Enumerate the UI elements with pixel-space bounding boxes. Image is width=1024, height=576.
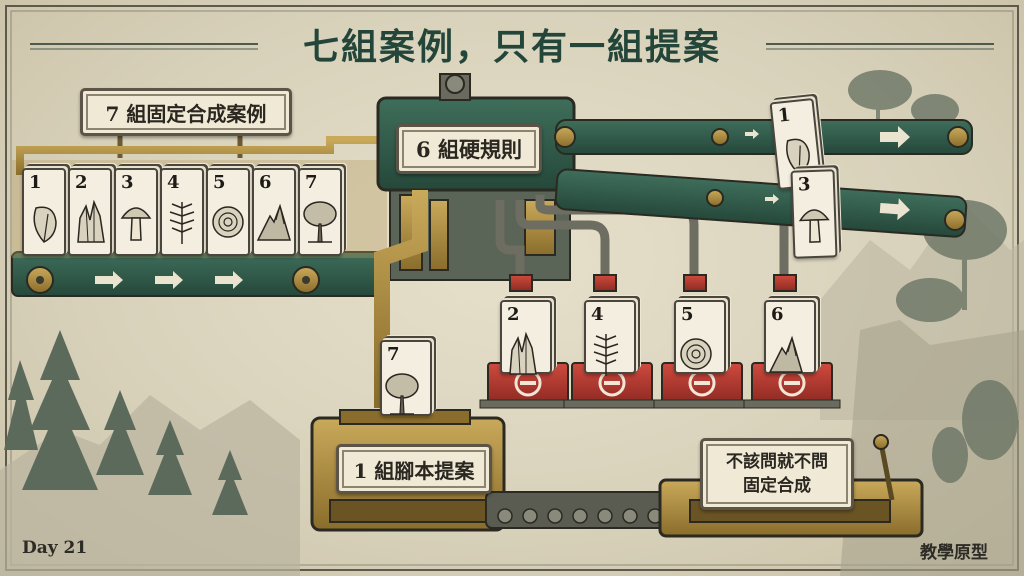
- crystal-icon: [509, 331, 537, 375]
- case-card-input-4: 4: [160, 168, 204, 256]
- ammonite-icon: [680, 338, 712, 370]
- input-cases-label: 7 組固定合成案例: [105, 101, 267, 126]
- mountain-icon: [768, 335, 804, 373]
- ammonite-icon: [212, 206, 244, 238]
- hard-rules-plaque: 6 組硬規則: [396, 124, 542, 174]
- case-card-rejected-5: 5: [674, 300, 726, 374]
- case-card-input-5: 5: [206, 168, 250, 256]
- case-card-passed-3: 3: [790, 169, 838, 259]
- case-card-number: 5: [681, 304, 694, 325]
- case-card-input-2: 2: [68, 168, 112, 256]
- case-card-number: 5: [213, 172, 226, 193]
- case-card-input-1: 1: [22, 168, 66, 256]
- script-proposal-plaque: 1 組腳本提案: [336, 444, 492, 494]
- script-proposal-label: 1 組腳本提案: [353, 458, 475, 483]
- fern-icon: [593, 334, 619, 376]
- case-card-input-6: 6: [252, 168, 296, 256]
- case-card-number: 7: [305, 172, 318, 193]
- output-conveyor-bottom: [554, 168, 968, 238]
- case-card-rejected-6: 6: [764, 300, 816, 374]
- output-note-line2: 固定合成: [743, 476, 811, 496]
- lever: [879, 447, 895, 501]
- mountain-icon: [256, 203, 292, 241]
- output-note-line1: 不該問就不問: [726, 452, 828, 472]
- tree-icon: [385, 373, 419, 415]
- conveyor-arrows-output: [745, 126, 911, 221]
- case-card-number: 2: [507, 304, 520, 325]
- case-card-rejected-2: 2: [500, 300, 552, 375]
- conveyor-arrows-input: [95, 271, 243, 289]
- mushroom-icon: [120, 207, 152, 241]
- leaf-icon: [786, 138, 810, 175]
- case-card-passed-1: 1: [769, 97, 823, 191]
- crystal-icon: [77, 199, 105, 243]
- pine-trees-left: [4, 330, 248, 515]
- leaf-icon: [33, 206, 57, 243]
- case-card-rejected-4: 4: [584, 300, 636, 376]
- fern-icon: [169, 202, 195, 244]
- case-card-number: 3: [121, 172, 134, 193]
- page-title: 七組案例，只有一組提案: [302, 26, 721, 68]
- case-card-number: 3: [797, 174, 811, 196]
- hard-rules-label: 6 組硬規則: [416, 137, 522, 162]
- case-card-proposal-7: 7: [380, 340, 432, 416]
- case-card-number: 7: [387, 344, 400, 365]
- case-card-number: 1: [776, 104, 792, 127]
- mushroom-icon: [798, 209, 830, 243]
- case-card-number: 6: [771, 304, 784, 325]
- case-card-number: 1: [29, 172, 42, 193]
- case-card-input-3: 3: [114, 168, 158, 256]
- footer-day: Day 21: [22, 538, 88, 558]
- case-card-number: 4: [167, 172, 180, 193]
- output-note-plaque: 不該問就不問 固定合成: [700, 438, 854, 510]
- tree-icon: [303, 201, 337, 243]
- case-card-number: 2: [75, 172, 88, 193]
- case-card-number: 4: [591, 304, 604, 325]
- case-card-number: 6: [259, 172, 272, 193]
- input-conveyor: [11, 251, 383, 297]
- input-cases-plaque: 7 組固定合成案例: [80, 88, 292, 136]
- case-card-input-7: 7: [298, 168, 342, 256]
- footer-tag: 教學原型: [920, 543, 988, 563]
